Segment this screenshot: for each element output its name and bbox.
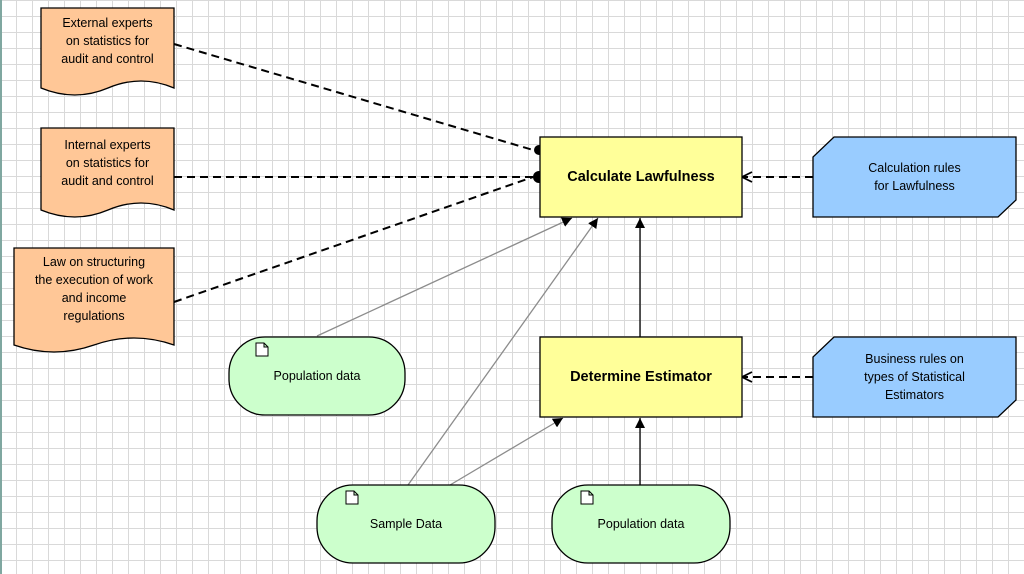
process-determine-estimator[interactable] (539, 336, 743, 418)
flow-sample-data-to-determine[interactable] (444, 417, 564, 489)
document-icon (345, 490, 359, 505)
process-calculate-lawfulness[interactable] (539, 136, 743, 218)
connector-external-experts[interactable] (173, 43, 534, 151)
document-external-experts[interactable] (40, 7, 175, 96)
document-law[interactable] (13, 247, 175, 353)
document-internal-experts[interactable] (40, 127, 175, 218)
flow-sample-data-to-calculate[interactable] (407, 217, 599, 486)
rules-calculation-rules[interactable] (812, 136, 1017, 218)
document-icon (580, 490, 594, 505)
data-object-sample-data[interactable] (316, 484, 496, 564)
data-object-population-data-2[interactable] (551, 484, 731, 564)
flow-population-data-1[interactable] (316, 217, 573, 337)
document-icon (255, 342, 269, 357)
connector-law[interactable] (173, 176, 534, 303)
data-object-population-data-1[interactable] (228, 336, 406, 416)
rules-business-rules[interactable] (812, 336, 1017, 418)
window-left-edge (0, 0, 2, 574)
